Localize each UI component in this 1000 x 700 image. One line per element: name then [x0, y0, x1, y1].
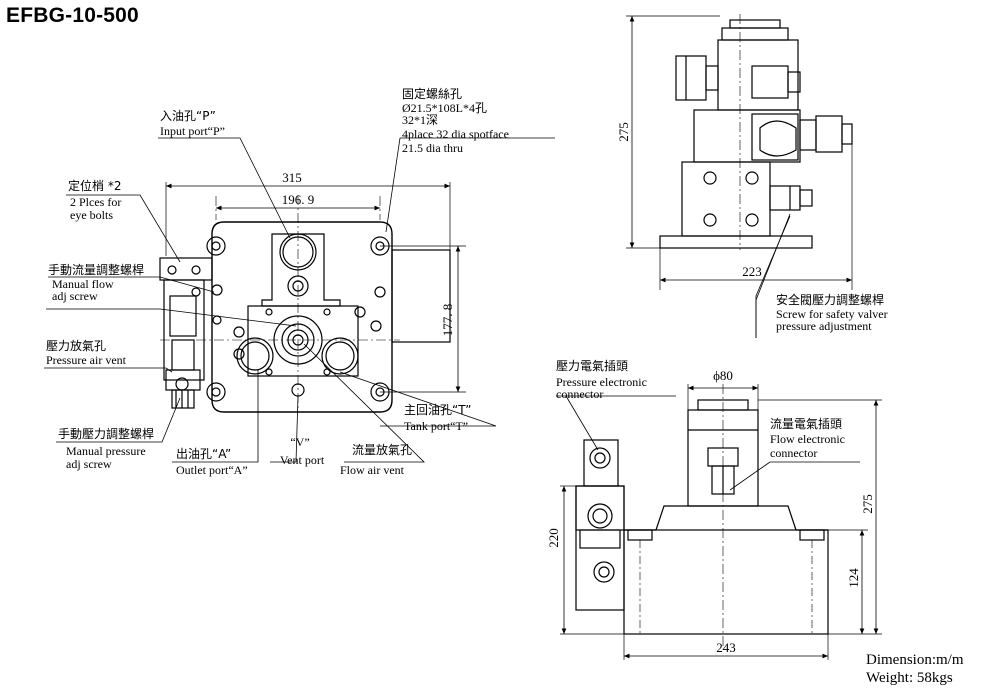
label-v-en: Vent port [280, 453, 325, 467]
label-fconn-cn: 流量電氣插頭 [770, 417, 842, 431]
label-madj-en1: Manual pressure [66, 444, 146, 458]
label-p-en: Input port“P” [160, 124, 225, 138]
dim-124: 124 [846, 568, 861, 588]
label-t-en: Tank port“T” [404, 419, 468, 433]
label-pvent-en: Pressure air vent [46, 353, 127, 367]
side-view [626, 14, 853, 338]
dim-275-side: 275 [616, 122, 631, 142]
top-view [44, 137, 555, 463]
label-bolt-en4: 21.5 dia thru [402, 141, 463, 155]
annotation-labels: 固定螺絲孔 Ø21.5*108L*4孔 32*1深 4place 32 dia … [46, 86, 888, 477]
label-bolt-cn: 固定螺絲孔 [402, 86, 462, 101]
label-pconn-en2: connector [556, 387, 603, 401]
label-pconn-en1: Pressure electronic [556, 375, 647, 389]
label-bolt-en3: 4place 32 dia spotface [402, 127, 509, 141]
label-flow-en2: adj screw [52, 289, 98, 303]
label-madj-cn: 手動壓力調整螺桿 [58, 426, 154, 441]
dim-243: 243 [716, 640, 736, 655]
dim-196: 196. 9 [282, 192, 315, 207]
dim-phi80: ϕ80 [713, 368, 733, 383]
label-safety-cn: 安全閥壓力調整螺桿 [776, 292, 884, 307]
label-pvent-cn: 壓力放氣孔 [46, 338, 106, 353]
label-safety-en2: pressure adjustment [776, 319, 872, 333]
label-p-cn: 入油孔“P” [160, 109, 216, 123]
label-bolt-en1: Ø21.5*108L*4孔 [402, 101, 487, 115]
label-t-cn: 主回油孔“T” [404, 403, 472, 417]
front-view [556, 384, 882, 660]
label-safety-en1: Screw for safety valver [776, 307, 888, 321]
label-a-en: Outlet port“A” [176, 463, 248, 477]
dimension-labels: 315 196. 9 177. 8 275 223 ϕ80 220 275 12… [282, 122, 875, 655]
drawing-title: EFBG-10-500 [6, 4, 139, 27]
dim-275-front: 275 [860, 494, 875, 514]
label-pconn-cn: 壓力電氣插頭 [556, 359, 628, 373]
label-fvent-cn: 流量放氣孔 [352, 442, 412, 457]
label-pin-en2: eye bolts [70, 208, 113, 222]
label-pin-en1: 2 Plces for [70, 195, 121, 209]
label-pin-cn: 定位梢 *2 [68, 178, 121, 193]
dim-220: 220 [546, 528, 561, 548]
label-fvent-en: Flow air vent [340, 463, 405, 477]
dim-315: 315 [282, 170, 302, 185]
label-v-cn: “V” [290, 435, 309, 449]
label-flow-cn: 手動流量調整螺桿 [48, 262, 144, 277]
label-bolt-en2: 32*1深 [402, 113, 438, 127]
dim-223: 223 [742, 264, 762, 279]
label-fconn-en1: Flow electronic [770, 432, 845, 446]
dimension-unit: Dimension:m/m [866, 652, 964, 668]
label-a-cn: 出油孔“A” [176, 447, 231, 461]
dim-177: 177. 8 [440, 304, 455, 337]
label-madj-en2: adj screw [66, 457, 112, 471]
label-flow-en1: Manual flow [52, 277, 114, 291]
weight-label: Weight: 58kgs [866, 670, 953, 686]
label-fconn-en2: connector [770, 446, 817, 460]
